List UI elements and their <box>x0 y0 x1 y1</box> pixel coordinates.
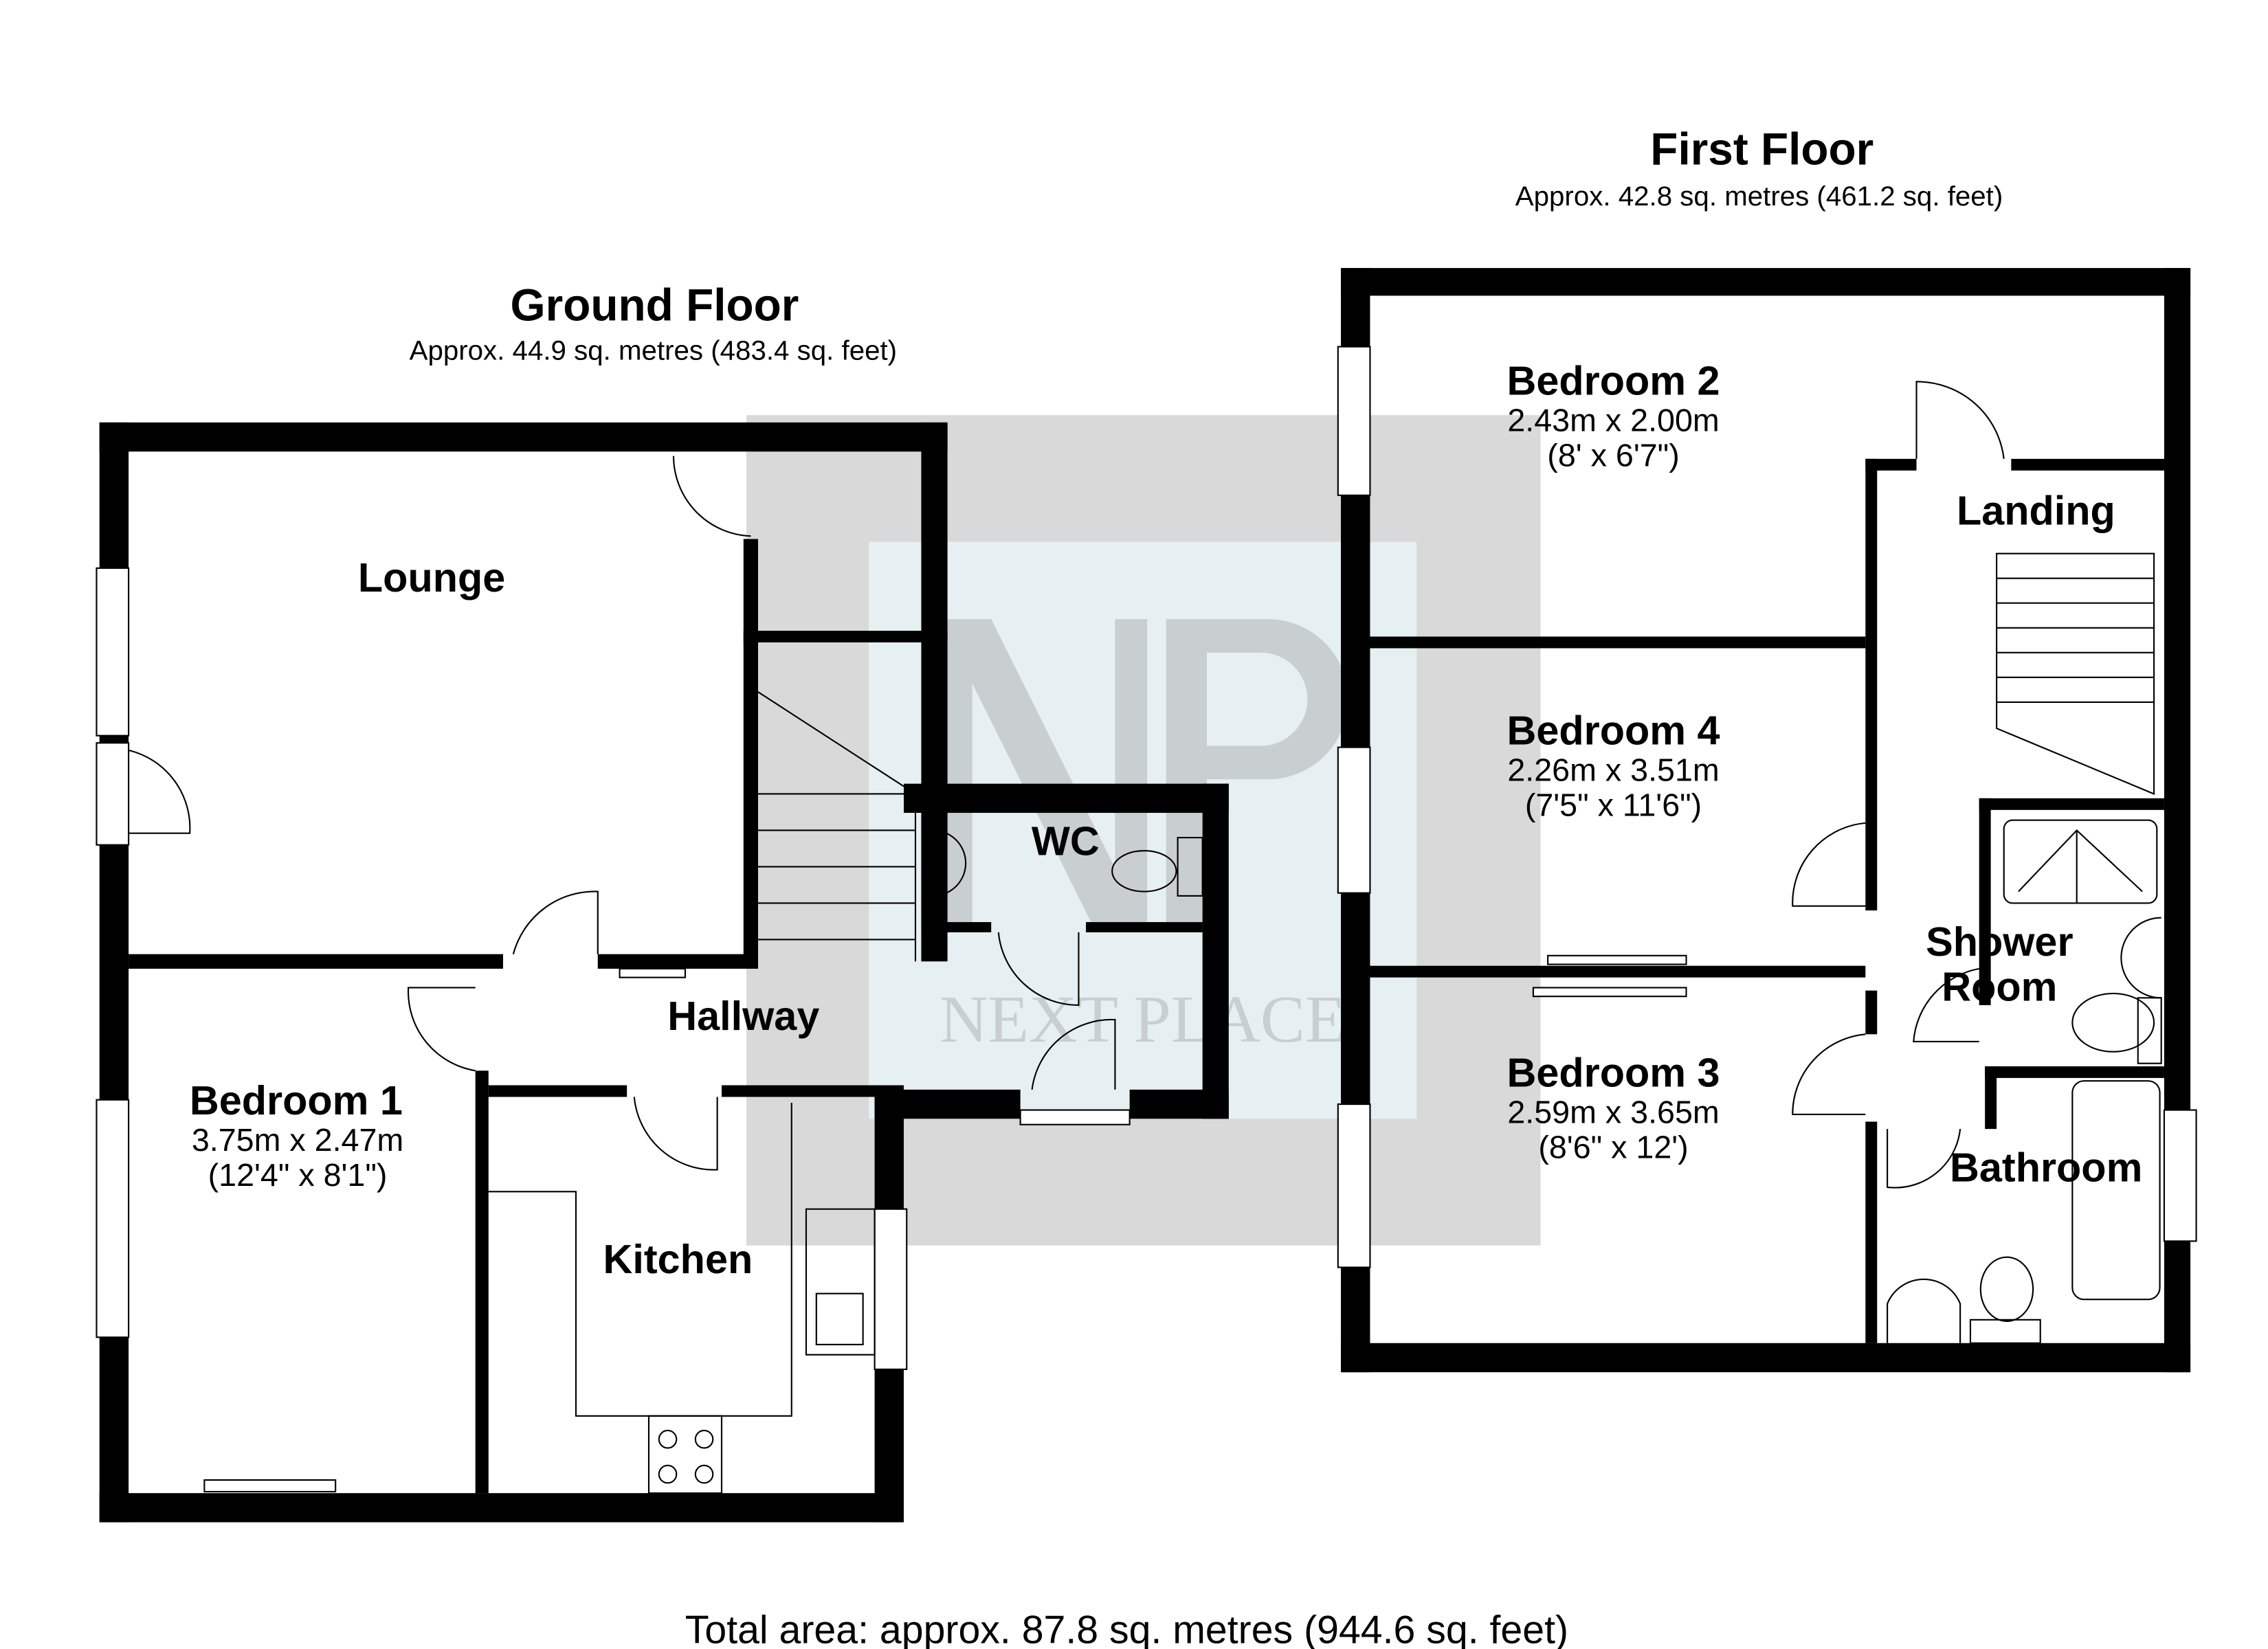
total-area: Total area: approx. 87.8 sq. metres (944… <box>685 1608 1568 1649</box>
room-label-wc: WC <box>1032 818 1100 864</box>
bedroom-3-dim-ft: (8'6" x 12') <box>1538 1130 1688 1165</box>
room-label-bedroom-1: Bedroom 1 <box>190 1077 403 1123</box>
room-label-bathroom: Bathroom <box>1950 1144 2142 1190</box>
room-label-bedroom-4: Bedroom 4 <box>1507 707 1720 753</box>
bedroom-2-dim-ft: (8' x 6'7") <box>1547 437 1679 473</box>
first-floor-plan <box>1337 268 2197 1373</box>
room-label-shower-room: Shower <box>1926 919 2073 965</box>
room-label-landing: Landing <box>1957 487 2115 533</box>
ground-floor-title: Ground Floor <box>511 280 799 330</box>
room-label-hallway: Hallway <box>667 993 819 1039</box>
bedroom-2-dim-m: 2.43m x 2.00m <box>1507 403 1719 438</box>
bedroom-1-dim-m: 3.75m x 2.47m <box>192 1122 403 1158</box>
ground-floor-area: Approx. 44.9 sq. metres (483.4 sq. feet) <box>410 335 898 366</box>
bedroom-3-dim-m: 2.59m x 3.65m <box>1507 1095 1719 1130</box>
bedroom-1-dim-ft: (12'4" x 8'1") <box>208 1157 388 1193</box>
ground-floor-plan <box>96 422 1229 1523</box>
first-floor-area: Approx. 42.8 sq. metres (461.2 sq. feet) <box>1515 181 2003 212</box>
bedroom-4-dim-m: 2.26m x 3.51m <box>1507 752 1719 787</box>
watermark-name: NEXT PLACE <box>940 983 1346 1057</box>
first-floor-title: First Floor <box>1650 124 1874 175</box>
room-label-kitchen: Kitchen <box>603 1236 753 1282</box>
room-label-shower-room-line2: Room <box>1942 964 2057 1010</box>
room-label-lounge: Lounge <box>358 554 505 601</box>
room-label-bedroom-3: Bedroom 3 <box>1507 1050 1720 1096</box>
room-label-bedroom-2: Bedroom 2 <box>1507 358 1720 404</box>
bedroom-4-dim-ft: (7'5" x 11'6") <box>1525 787 1702 822</box>
